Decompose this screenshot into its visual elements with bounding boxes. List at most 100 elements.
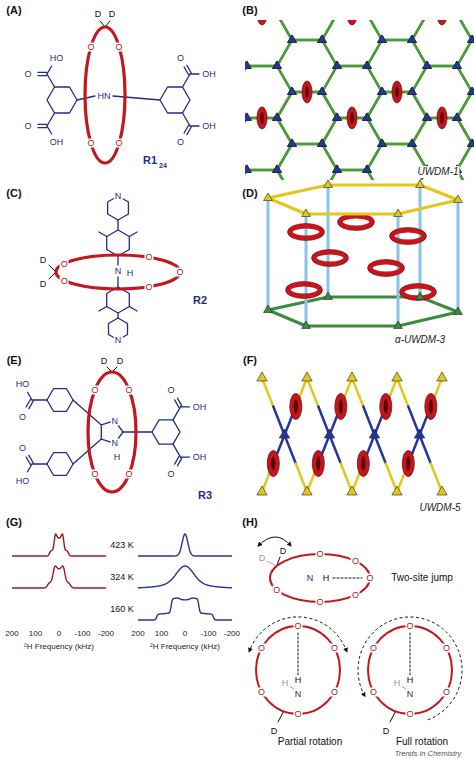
hydrogen-bond (333, 578, 362, 579)
atom-label: D (270, 727, 279, 736)
bond-line (47, 74, 55, 87)
bond-line (390, 711, 396, 722)
axis-label: -200 (98, 630, 114, 638)
macrocycle-ring (347, 107, 357, 129)
macrocycle-hole (350, 20, 354, 21)
pillar-link (267, 198, 270, 310)
node-triangle (288, 87, 297, 95)
node-triangle (468, 87, 474, 95)
node-triangle (408, 35, 417, 43)
bond-line (267, 561, 277, 566)
node-triangle (318, 139, 327, 147)
framework-link (375, 435, 386, 464)
macrocycle-outline (338, 214, 375, 231)
journal-credit: Trends in Chemistry (395, 750, 462, 758)
node-triangle (288, 35, 297, 43)
nmr-spectrum (138, 566, 232, 588)
bond-line (181, 406, 190, 407)
axis-label: 200 (131, 630, 144, 638)
node-triangle (347, 486, 357, 495)
node-triangle (245, 61, 251, 69)
node-triangle (454, 307, 463, 315)
node-triangle (318, 139, 327, 147)
node-triangle (333, 165, 342, 173)
node-triangle (378, 35, 387, 43)
bond-line (183, 113, 191, 126)
bond-line (38, 124, 47, 125)
node-triangle (423, 113, 432, 121)
panel-letter: (D) (241, 187, 258, 200)
panel-letter: (H) (241, 516, 258, 529)
node-triangle (408, 35, 417, 43)
node-triangle (423, 113, 432, 121)
macrocycle-ring (257, 107, 267, 129)
node-triangle (333, 61, 342, 69)
node-triangle (363, 165, 372, 173)
node-triangle (333, 165, 342, 173)
atom-label: O (176, 53, 185, 62)
macrocycle-hole (429, 399, 433, 413)
macrocycle-ring (335, 394, 347, 420)
framework-layer (268, 297, 458, 326)
jump-arrow (258, 537, 291, 546)
macrocycle-outline (400, 284, 437, 301)
axis-label: -100 (200, 630, 216, 638)
nmr-spectrum (138, 598, 232, 620)
node-triangle (378, 35, 387, 43)
panel-letter: (F) (242, 354, 258, 367)
node-triangle (378, 35, 387, 43)
atom-label: D (382, 727, 391, 736)
framework-link (330, 435, 341, 464)
node-triangle (453, 113, 462, 121)
bond-line (38, 127, 47, 128)
bond-line (47, 126, 52, 134)
macrocycle-hole (440, 20, 444, 21)
temperature-label: 324 K (110, 573, 134, 582)
macrocycle-hole (260, 20, 264, 21)
oxygen-label: O (272, 586, 281, 595)
node-triangle (468, 35, 474, 43)
atom-label: N (306, 574, 315, 583)
bond-line (117, 256, 118, 265)
framework-link (363, 407, 374, 436)
bond-line (38, 72, 47, 73)
node-triangle (423, 61, 432, 69)
aromatic-ring (47, 453, 73, 476)
aromatic-ring (47, 87, 77, 113)
crown-ether (368, 626, 452, 714)
atom-label: OH (192, 402, 208, 411)
crown-ether (85, 27, 125, 163)
node-triangle (288, 87, 297, 95)
node-triangle (273, 165, 282, 173)
bond-line (99, 232, 107, 237)
node-triangle (416, 292, 425, 300)
oxygen-label: O (90, 470, 99, 479)
node-triangle (318, 35, 327, 43)
macrocycle-ring (402, 451, 414, 477)
node-triangle (468, 139, 474, 147)
temperature-label: 423 K (110, 541, 134, 550)
node-triangle (324, 180, 333, 188)
bond-line (177, 398, 182, 406)
aromatic-ring (107, 287, 130, 313)
node-triangle (408, 139, 417, 147)
atom-label: D (39, 256, 48, 265)
bond-line (187, 65, 192, 73)
bond-line (175, 456, 180, 464)
macrocycle-outline (390, 228, 427, 245)
node-triangle (318, 87, 327, 95)
node-triangle (257, 372, 267, 381)
bond-line (173, 444, 181, 457)
atom-label: O (166, 386, 175, 395)
node-triangle (423, 61, 432, 69)
bond-line (173, 407, 181, 420)
node-triangle (468, 87, 474, 95)
node-triangle (273, 61, 282, 69)
node-triangle (318, 35, 327, 43)
node-triangle (273, 165, 282, 173)
node-triangle (453, 113, 462, 121)
macrocycle-ring (314, 252, 346, 264)
atom-label: D (94, 10, 103, 19)
atom-label: H (406, 676, 415, 685)
